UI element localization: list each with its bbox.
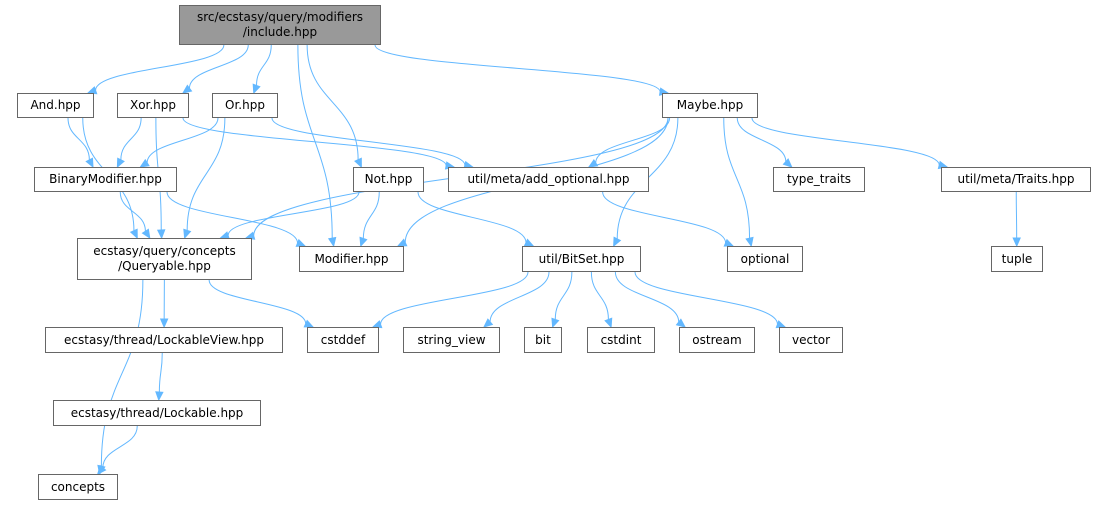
edge-include-to-or [255, 44, 272, 86]
edge-or-to-addopt [271, 117, 466, 166]
node-optional[interactable]: optional [727, 246, 803, 272]
node-queryable-hpp[interactable]: ecstasy/query/concepts /Queryable.hpp [77, 238, 252, 280]
arrowhead-queryable-to-cstddef [303, 319, 315, 328]
arrowhead-not-to-bitset [523, 238, 535, 247]
edge-xor-to-addopt [182, 117, 447, 166]
edge-lockable-to-concepts [102, 425, 138, 468]
arrowhead-maybe-to-bitset [613, 236, 622, 248]
arrowhead-include-to-modifier [327, 236, 337, 248]
edge-queryable-to-cstddef [208, 279, 307, 324]
edge-and-to-binary [67, 117, 90, 160]
arrowhead-maybe-to-optional [745, 236, 754, 248]
arrowhead-xor-to-queryable [156, 229, 166, 240]
arrowhead-bitset-to-stringview [483, 318, 494, 328]
node-lockableview-hpp[interactable]: ecstasy/thread/LockableView.hpp [45, 327, 283, 353]
arrowhead-traits-to-tuple [1012, 237, 1021, 248]
node-concepts[interactable]: concepts [38, 474, 118, 500]
edge-queryable-to-concepts [100, 279, 144, 467]
edge-include-to-maybe [374, 44, 661, 92]
edge-not-to-modifier [362, 191, 380, 239]
arrowhead-or-to-binary [139, 158, 150, 168]
edge-bitset-to-cstddef [380, 271, 529, 325]
edge-bitset-to-ostream [614, 271, 680, 323]
arrowhead-or-to-queryable [183, 228, 192, 240]
arrowhead-and-to-binary [85, 157, 94, 169]
arrowhead-maybe-to-typetraits [782, 158, 793, 168]
arrowhead-bitset-to-bit [551, 317, 560, 329]
edge-bitset-to-cstdint [590, 271, 609, 320]
edge-maybe-to-traits [751, 117, 940, 166]
node-lockable-hpp[interactable]: ecstasy/thread/Lockable.hpp [53, 400, 261, 426]
arrowhead-binary-to-queryable [141, 228, 151, 240]
arrowhead-maybe-to-modifier [396, 238, 408, 247]
node-and-hpp[interactable]: And.hpp [17, 93, 94, 118]
arrowhead-queryable-to-lockview [159, 318, 169, 329]
edge-include-to-and [95, 44, 225, 91]
node-cstddef[interactable]: cstddef [307, 327, 379, 353]
edge-include-to-xor [188, 44, 249, 89]
node-modifier-hpp[interactable]: Modifier.hpp [299, 246, 404, 272]
arrowhead-lockable-to-concepts [96, 464, 107, 475]
node-add-optional-hpp[interactable]: util/meta/add_optional.hpp [448, 167, 649, 192]
arrowhead-lockview-to-lockable [155, 391, 164, 402]
edge-binary-to-modifier [166, 191, 299, 244]
edge-not-to-queryable [227, 191, 360, 236]
node-include-hpp[interactable]: src/ecstasy/query/modifiers /include.hpp [179, 5, 381, 45]
arrowhead-include-to-or [252, 83, 261, 95]
node-binarymodifier-hpp[interactable]: BinaryModifier.hpp [34, 167, 177, 192]
node-type-traits[interactable]: type_traits [773, 167, 865, 192]
edge-xor-to-binary [120, 117, 142, 160]
node-bit[interactable]: bit [524, 327, 562, 353]
node-string-view[interactable]: string_view [403, 327, 500, 353]
edge-or-to-queryable [186, 117, 226, 231]
arrowhead-include-to-xor [181, 84, 193, 94]
edge-addopt-to-optional [602, 191, 727, 244]
edge-maybe-to-optional [723, 117, 751, 239]
node-not-hpp[interactable]: Not.hpp [353, 167, 424, 192]
edge-lockview-to-lockable [158, 352, 163, 393]
edge-or-to-binary [146, 117, 219, 163]
edge-not-to-bitset [417, 191, 527, 243]
edge-bitset-to-stringview [489, 271, 550, 322]
node-cstdint[interactable]: cstdint [587, 327, 655, 353]
arrowhead-bitset-to-cstdint [604, 317, 613, 329]
arrowhead-xor-to-binary [116, 157, 125, 169]
edge-maybe-to-addopt [595, 117, 671, 163]
node-bitset-hpp[interactable]: util/BitSet.hpp [522, 246, 641, 272]
node-xor-hpp[interactable]: Xor.hpp [117, 93, 189, 118]
arrowhead-and-to-queryable [129, 228, 138, 240]
node-ostream[interactable]: ostream [679, 327, 755, 353]
edge-bitset-to-vector [634, 271, 778, 325]
node-maybe-hpp[interactable]: Maybe.hpp [662, 93, 758, 118]
node-vector[interactable]: vector [779, 327, 843, 353]
node-tuple[interactable]: tuple [991, 246, 1043, 272]
edge-binary-to-queryable [119, 191, 146, 232]
edge-bitset-to-bit [554, 271, 573, 320]
edge-maybe-to-typetraits [736, 117, 787, 162]
arrowhead-not-to-modifier [359, 236, 368, 248]
node-traits-hpp[interactable]: util/meta/Traits.hpp [941, 167, 1091, 192]
arrowhead-include-to-not [354, 157, 362, 169]
edge-include-to-not [306, 44, 359, 160]
arrowhead-bitset-to-ostream [675, 318, 686, 328]
node-or-hpp[interactable]: Or.hpp [212, 93, 278, 118]
